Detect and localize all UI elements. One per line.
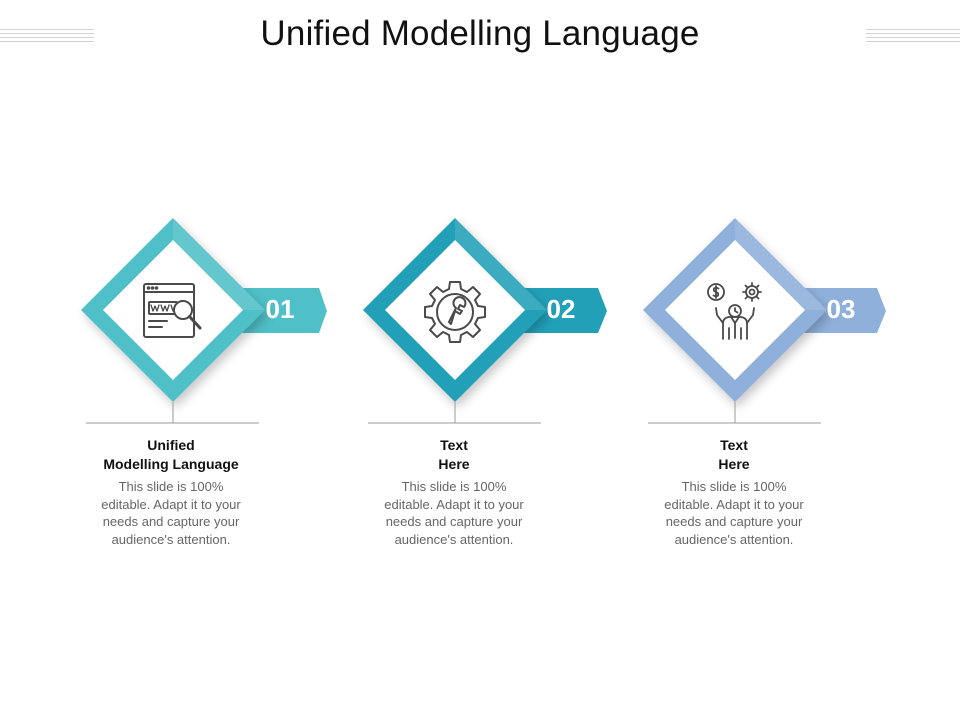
page-title: Unified Modelling Language [260,14,700,53]
step-description: This slide is 100% editable. Adapt it to… [664,479,804,548]
step-heading: Text Here [644,436,824,474]
step-3-graphic [643,218,886,424]
step-number: 02 [546,294,576,324]
title-decoration-right [866,29,960,45]
heading-line-1: Unified [147,437,195,453]
step-description: This slide is 100% editable. Adapt it to… [101,479,241,548]
heading-line-1: Text [440,437,468,453]
step-1: 01 Unified Modelling Language This slide… [74,210,404,590]
step-heading: Unified Modelling Language [81,436,261,474]
gear-wrench-icon [424,281,486,343]
step-number: 03 [826,294,856,324]
heading-line-2: Here [718,456,750,472]
title-decoration-left [0,29,94,45]
step-description: This slide is 100% editable. Adapt it to… [384,479,524,548]
step-1-graphic [81,218,327,424]
step-2-graphic [363,218,607,424]
step-3: 03 Text Here This slide is 100% editable… [636,210,960,590]
heading-line-1: Text [720,437,748,453]
step-2: 02 Text Here This slide is 100% editable… [356,210,686,590]
time-money-person-icon [707,282,762,340]
step-number: 01 [265,294,295,324]
step-heading: Text Here [364,436,544,474]
web-search-icon [143,283,202,338]
heading-line-2: Modelling Language [103,456,239,472]
heading-line-2: Here [438,456,470,472]
